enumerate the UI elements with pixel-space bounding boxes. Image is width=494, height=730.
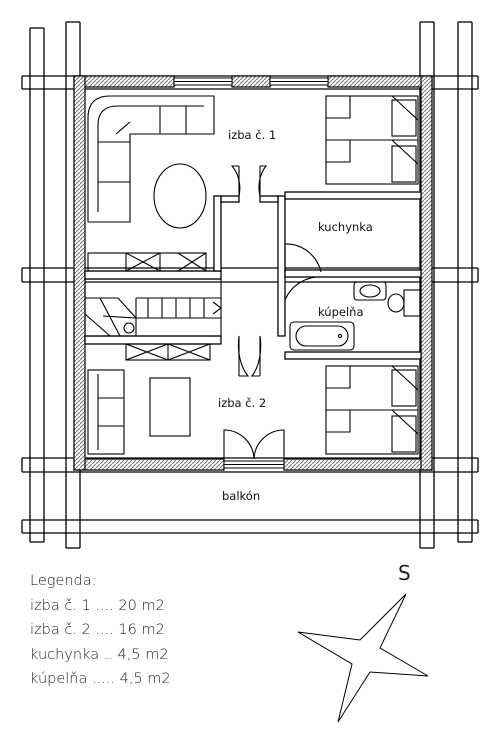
legend: Legenda: izba č. 1 .... 20 m2 izba č. 2 … — [30, 573, 171, 687]
interior-walls — [84, 191, 422, 360]
oval-table — [153, 163, 207, 229]
legend-title: Legenda: — [30, 573, 97, 589]
doors-room2 — [237, 335, 262, 377]
room-label-izba-2: izba č. 2 — [218, 396, 266, 410]
orientation-label: S — [398, 561, 411, 585]
room-label-kupelna: kúpelňa — [318, 305, 364, 319]
legend-item: izba č. 2 .... 16 m2 — [30, 622, 165, 638]
staircase — [84, 278, 222, 337]
cabinets-room1 — [87, 252, 207, 272]
legend-item: kúpelňa ..... 4,5 m2 — [30, 671, 171, 687]
sofa-room2 — [87, 369, 125, 455]
room-label-izba-1: izba č. 1 — [228, 128, 276, 142]
legend-item: kuchynka .. 4,5 m2 — [30, 647, 169, 663]
room-label-balkon: balkón — [222, 489, 260, 503]
corner-sofa — [87, 95, 215, 223]
bed-room2 — [325, 365, 419, 455]
legend-item: izba č. 1 .... 20 m2 — [30, 598, 165, 614]
bed-room1 — [325, 95, 419, 185]
log-beams-left — [29, 21, 81, 549]
cabinets-room2 — [125, 343, 211, 361]
kitchen-door — [284, 243, 322, 273]
balcony-doors — [223, 429, 285, 460]
doors-hall — [230, 165, 268, 197]
windows — [173, 77, 329, 469]
compass-star-icon — [297, 593, 429, 723]
bathroom-fixtures — [289, 281, 421, 351]
table-room2 — [149, 377, 191, 437]
room-label-kuchynka: kuchynka — [318, 220, 373, 234]
bathroom-door — [284, 276, 324, 301]
